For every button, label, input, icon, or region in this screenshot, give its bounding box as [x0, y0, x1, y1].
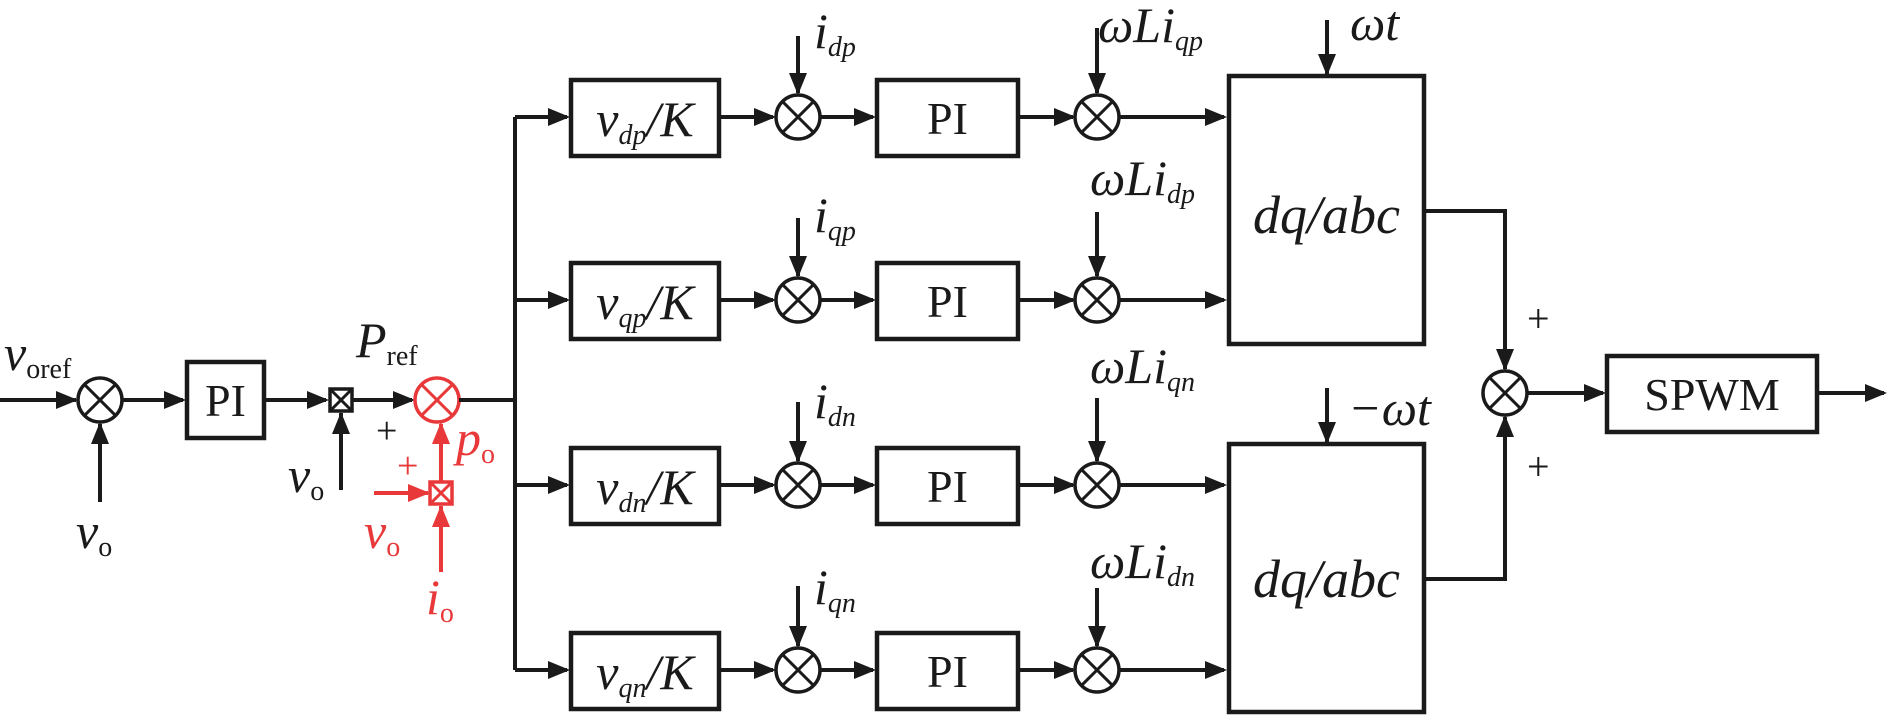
output-stage: + + SPWM	[1424, 209, 1887, 581]
p-o-label: po	[453, 410, 495, 470]
i-o-label: io	[426, 569, 454, 629]
v-o-feedback-label: vo	[76, 503, 112, 563]
k-block-qp	[568, 260, 722, 342]
i-dn-label: idn	[814, 373, 856, 433]
plus-sign-power-product: +	[397, 445, 418, 487]
k-block-qp-label: vqp/K	[596, 274, 696, 334]
i-dp-label: idp	[814, 3, 856, 63]
multiplier-power	[428, 480, 454, 506]
k-block-dp-label: vdp/K	[596, 91, 696, 151]
plus-sign-negative-sequence: +	[1527, 444, 1550, 489]
k-block-dn-label: vdn/K	[596, 459, 696, 519]
v-oref-label: voref	[4, 325, 72, 385]
dq-abc-negative-label: dq/abc	[1253, 549, 1400, 609]
summing-junction-current-qp	[774, 276, 822, 324]
spwm-block-label: SPWM	[1644, 369, 1779, 420]
p-ref-label: Pref	[355, 312, 418, 372]
summing-junction-decoupling-qp	[1073, 276, 1121, 324]
pi-block-voltage-label: PI	[205, 375, 246, 426]
pi-block-qp-label: PI	[927, 276, 968, 327]
pi-block-qn	[874, 630, 1021, 712]
summing-junction-current-dp	[774, 93, 822, 141]
i-qp-label: iqp	[814, 187, 856, 247]
k-block-qn	[568, 630, 722, 712]
channel-qn: vqn/K iqn PI ωLidn	[515, 533, 1227, 712]
minus-omega-t-label: −ωt	[1348, 380, 1432, 436]
dq-abc-block-negative	[1226, 441, 1427, 715]
channel-dn: vdn/K idn PI ωLiqn	[515, 338, 1227, 527]
coupling-dp-label: ωLidp	[1090, 150, 1195, 210]
channel-qp: vqp/K iqp PI ωLidp	[515, 150, 1227, 342]
pi-block-dn-label: PI	[927, 461, 968, 512]
pi-block-qp	[874, 260, 1021, 342]
summing-junction-voltage-error	[76, 376, 124, 424]
k-block-qn-label: vqn/K	[596, 644, 696, 704]
pi-block-dp-label: PI	[927, 93, 968, 144]
dq-abc-positive-label: dq/abc	[1253, 185, 1400, 245]
k-block-dn	[568, 445, 722, 527]
v-o-power-label: vo	[364, 503, 400, 563]
summing-junction-current-dn	[774, 461, 822, 509]
dq-abc-negative: dq/abc −ωt	[1226, 380, 1432, 715]
summing-junction-current-qn	[774, 646, 822, 694]
voltage-outer-loop: voref vo PI vo + Pre	[0, 312, 418, 563]
coupling-qp-label: ωLiqp	[1098, 0, 1203, 57]
omega-t-label: ωt	[1350, 0, 1400, 51]
k-block-dp	[568, 77, 722, 159]
dq-abc-block-positive	[1226, 73, 1427, 347]
summing-junction-power-error	[413, 376, 461, 424]
summing-junction-output	[1481, 369, 1529, 417]
plus-sign-positive-sequence: +	[1527, 296, 1550, 341]
summing-junction-decoupling-dp	[1073, 93, 1121, 141]
power-feedback-path: po + vo io	[364, 376, 495, 629]
multiplier-voltage	[328, 387, 354, 413]
coupling-qn-label: ωLiqn	[1090, 338, 1195, 398]
summing-junction-decoupling-dn	[1073, 461, 1121, 509]
pi-block-qn-label: PI	[927, 646, 968, 697]
plus-sign-power-error: +	[376, 410, 397, 452]
coupling-dn-label: ωLidn	[1090, 533, 1195, 593]
summing-junction-decoupling-qn	[1073, 646, 1121, 694]
dq-abc-positive: dq/abc ωt	[1226, 0, 1427, 347]
channel-dp: vdp/K idp PI ωLiqp	[515, 0, 1227, 159]
i-qn-label: iqn	[814, 559, 856, 619]
pi-block-voltage	[184, 359, 267, 441]
v-o-product-label: vo	[288, 447, 324, 507]
reference-bus	[459, 117, 517, 670]
